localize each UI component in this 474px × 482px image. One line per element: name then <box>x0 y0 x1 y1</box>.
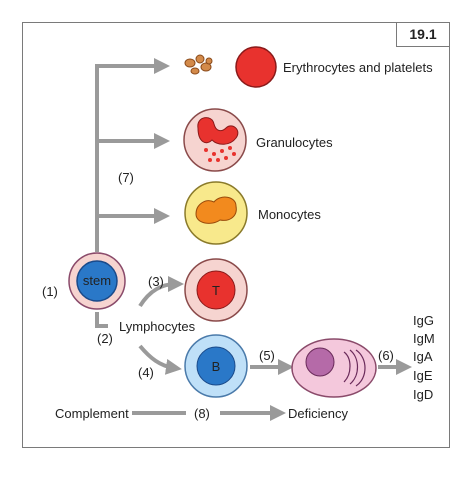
stem-label: stem <box>83 273 111 288</box>
monocyte-icon <box>184 181 248 245</box>
lymphoid-arrows <box>95 276 184 375</box>
step-8-label: (8) <box>194 406 210 421</box>
step-7-label: (7) <box>118 170 134 185</box>
step-5-label: (5) <box>259 348 275 363</box>
antibody-igm: IgM <box>413 331 435 346</box>
monocytes-label: Monocytes <box>258 207 321 222</box>
lymphocytes-label: Lymphocytes <box>119 319 196 334</box>
step-3-label: (3) <box>148 274 164 289</box>
complement-label: Complement <box>55 406 129 421</box>
t-cell-icon <box>184 258 248 322</box>
antibody-igg: IgG <box>413 313 434 328</box>
antibody-igd: IgD <box>413 387 433 402</box>
stem-cell-icon <box>68 252 126 310</box>
plasma-cell-icon <box>291 338 377 398</box>
b-cell-icon <box>184 334 248 398</box>
figure-number: 19.1 <box>396 23 449 47</box>
antibody-ige: IgE <box>413 368 433 383</box>
step-4-label: (4) <box>138 365 154 380</box>
step-2-label: (2) <box>97 331 113 346</box>
step-1-label: (1) <box>42 284 58 299</box>
figure-frame <box>22 22 450 448</box>
granulocyte-icon <box>183 108 247 172</box>
b-cell-label: B <box>212 359 221 374</box>
platelets-icon <box>184 54 213 75</box>
deficiency-label: Deficiency <box>288 406 348 421</box>
erythrocyte-icon <box>235 46 277 88</box>
t-cell-label: T <box>212 283 220 298</box>
antibody-iga: IgA <box>413 349 433 364</box>
antibody-list: IgG IgM IgA IgE IgD <box>413 313 435 402</box>
step-6-label: (6) <box>378 348 394 363</box>
myeloid-branch-arrows <box>95 58 170 252</box>
erythrocytes-label: Erythrocytes and platelets <box>283 60 433 75</box>
granulocytes-label: Granulocytes <box>256 135 333 150</box>
